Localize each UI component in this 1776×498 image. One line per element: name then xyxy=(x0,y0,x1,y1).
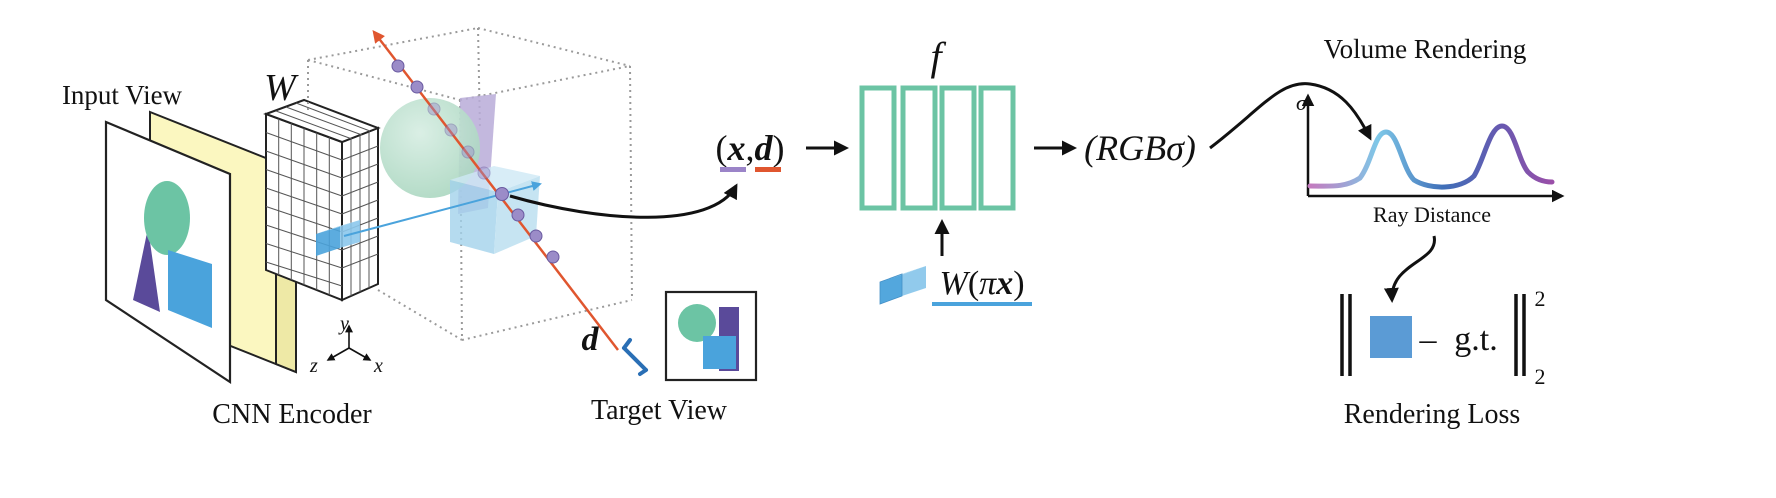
mlp-layer xyxy=(978,85,1016,211)
scene-sphere xyxy=(380,98,480,198)
ray-sample-points xyxy=(391,59,560,264)
rendering-loss-label: Rendering Loss xyxy=(1344,399,1521,430)
input-ellipse-shape xyxy=(144,181,190,255)
x-underline-purple xyxy=(720,167,746,172)
target-view-square xyxy=(703,336,736,369)
axis-x-label: x xyxy=(373,355,383,377)
sample-point xyxy=(477,166,491,180)
sample-point xyxy=(529,229,543,243)
arrow-to-volume-rendering xyxy=(1209,82,1372,150)
rgb-sigma-output: (RGBσ) xyxy=(1084,128,1196,168)
input-view-label: Input View xyxy=(62,80,183,110)
density-curve xyxy=(1307,123,1555,190)
ray-distance-label: Ray Distance xyxy=(1373,202,1491,227)
W-label: W xyxy=(264,67,299,109)
xd-input: (x,d) xyxy=(716,128,785,172)
scene-cube xyxy=(450,166,540,254)
arrow-to-loss xyxy=(1383,235,1436,303)
cnn-encoder: W CNN Encoder xyxy=(212,67,381,430)
feature-underline-blue xyxy=(932,302,1032,306)
xd-label: (x,d) xyxy=(716,128,785,168)
input-triangle-shape xyxy=(133,228,160,312)
mlp-f-label: f xyxy=(930,34,946,79)
mlp-network: f xyxy=(859,34,1016,211)
camera-icon xyxy=(622,338,648,376)
mlp-layer xyxy=(939,85,977,211)
volume-rendering-plot: Volume Rendering σ Ray Distance xyxy=(1296,34,1565,227)
cnn-encoder-label: CNN Encoder xyxy=(212,399,372,430)
input-view: Input View xyxy=(62,80,297,385)
minus-sign: – xyxy=(1419,321,1438,358)
ground-truth-label: g.t. xyxy=(1454,321,1497,358)
sample-point xyxy=(511,208,525,222)
sample-point xyxy=(444,123,458,137)
rendered-pixel-square xyxy=(1370,316,1412,358)
sample-point xyxy=(461,145,475,159)
scene-volume: d xyxy=(307,27,648,376)
query-curve-arrow xyxy=(509,183,738,219)
axis-z-label: z xyxy=(309,355,318,377)
rendering-loss: – g.t. 2 2 Rendering Loss xyxy=(1340,286,1546,430)
feature-grid-top xyxy=(263,98,381,144)
feature-cube-icon xyxy=(879,266,926,305)
image-feature: W(πx) xyxy=(879,265,1032,306)
sample-point xyxy=(391,59,405,73)
norm-subscript: 2 xyxy=(1535,364,1546,389)
mlp-layer xyxy=(859,85,897,211)
direction-d-label: d xyxy=(582,321,600,358)
volume-rendering-title: Volume Rendering xyxy=(1324,34,1527,64)
target-view-circle xyxy=(678,304,716,342)
sample-point xyxy=(546,250,560,264)
target-view: Target View xyxy=(591,290,758,426)
axis-triad xyxy=(326,324,372,361)
sample-point-selected xyxy=(495,187,509,201)
d-underline-orange xyxy=(755,167,781,172)
sample-point xyxy=(410,80,424,94)
target-view-label: Target View xyxy=(591,395,728,426)
sigma-axis-label: σ xyxy=(1296,90,1308,115)
input-square-shape xyxy=(168,250,212,328)
sample-point xyxy=(427,102,441,116)
mlp-layer xyxy=(900,85,938,211)
norm-superscript: 2 xyxy=(1535,286,1546,311)
feature-W-pi-x-label: W(πx) xyxy=(939,265,1024,302)
axis-y-label: y xyxy=(338,313,349,335)
